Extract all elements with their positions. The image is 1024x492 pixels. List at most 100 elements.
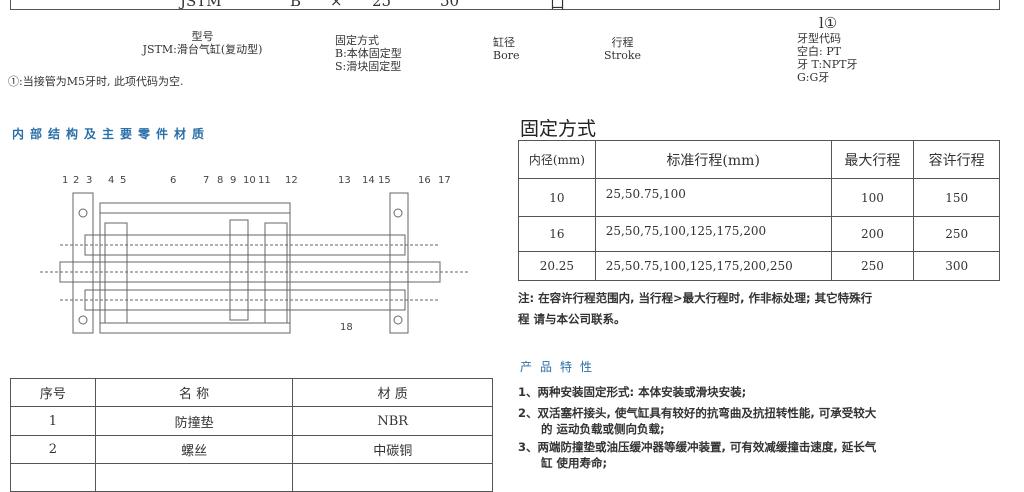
part-label-4: 4	[108, 175, 114, 186]
cell: 10	[518, 178, 596, 217]
code-sep: ×	[330, 0, 343, 10]
code-box: 口	[550, 0, 566, 12]
cell: 25,50.75,100	[594, 178, 832, 217]
structure-heading: 内部结构及主要零件材质	[12, 127, 211, 141]
legend-bore: 缸径 Bore	[493, 36, 519, 62]
table-row: 16 25,50,75,100,125,175,200 200 250	[518, 216, 1000, 252]
cell	[94, 463, 294, 492]
thread-g: G:G牙	[797, 71, 830, 84]
feature-item-cont: 缸 使用寿命;	[541, 456, 608, 470]
stroke-note: 注: 在容许行程范围内, 当行程>最大行程时, 作非标处理; 其它特殊行 程 请…	[518, 288, 872, 330]
feature-item: 2、双活塞杆接头, 使气缸具有较好的抗弯曲及抗扭转性能, 可承受较大	[518, 406, 877, 420]
feature-item-cont: 的 运动负载或侧向负载;	[541, 422, 665, 436]
cell: 中碳铜	[292, 435, 493, 464]
cell: NBR	[292, 406, 493, 436]
part-label-13: 13	[338, 175, 351, 186]
stroke-table: 内径(mm) 标准行程(mm) 最大行程 容许行程 10 25,50.75,10…	[518, 140, 1000, 281]
legend-thread: l① 牙型代码 空白: PT 牙 T:NPT牙 G:G牙	[797, 14, 858, 84]
bore-en: Bore	[493, 49, 520, 62]
legend-mount: 固定方式 B:本体固定型 S:滑块固定型	[335, 34, 402, 73]
feature-item: 3、两端防撞垫或油压缓冲器等缓冲装置, 可有效减缓撞击速度, 延长气	[518, 440, 877, 454]
cell: 1	[10, 406, 96, 436]
header-max-stroke: 最大行程	[830, 140, 915, 179]
code-bore: 25	[372, 0, 392, 10]
header-material: 材 质	[292, 378, 493, 407]
table-row: 10 25,50.75,100 100 150	[518, 178, 1000, 217]
cell: 250	[913, 216, 1000, 252]
cell: 100	[830, 178, 915, 217]
cell: 20.25	[518, 251, 596, 281]
part-label-7: 7	[203, 175, 209, 186]
legend-stroke: 行程 Stroke	[604, 36, 641, 62]
cylinder-body	[99, 202, 291, 334]
part-label-11: 11	[258, 175, 271, 186]
table-row	[10, 463, 493, 492]
mount-b: B:本体固定型	[335, 47, 402, 60]
part-label-8: 8	[217, 175, 223, 186]
features-heading: 产品特性	[520, 360, 601, 374]
mount-heading: 固定方式	[520, 118, 597, 140]
thread-mark: l①	[819, 14, 838, 32]
part-label-2: 2	[73, 175, 79, 186]
table-row: 20.25 25,50.75,100,125,175,200,250 250 3…	[518, 251, 1000, 281]
cell: 25,50,75,100,125,175,200	[594, 216, 832, 252]
part-label-10: 10	[243, 175, 256, 186]
part-label-12: 12	[285, 175, 298, 186]
part-label-6: 6	[170, 175, 176, 186]
model-title: 型号	[191, 30, 214, 43]
part-label-16: 16	[418, 175, 431, 186]
mount-s: S:滑块固定型	[335, 60, 402, 73]
left-end-plate	[72, 192, 94, 334]
cell: 150	[913, 178, 1000, 217]
features-list: 1、两种安装固定形式: 本体安装或滑块安装; 2、双活塞杆接头, 使气缸具有较好…	[518, 382, 876, 471]
right-end-plate	[389, 192, 409, 334]
cell: 16	[518, 216, 596, 252]
footnote: ①:当接管为M5牙时, 此项代码为空.	[8, 75, 184, 88]
legend-model: 型号 JSTM:滑台气缸(复动型)	[130, 30, 275, 56]
cell	[10, 463, 96, 492]
thread-blank: 空白: PT	[797, 45, 841, 58]
table-row: 1 防撞垫 NBR	[10, 406, 493, 436]
cell: 25,50.75,100,125,175,200,250	[594, 251, 832, 281]
cell: 螺丝	[94, 435, 294, 464]
mount-title: 固定方式	[335, 34, 379, 47]
cell: 300	[913, 251, 1000, 281]
part-label-18: 18	[340, 322, 353, 333]
model-desc: JSTM:滑台气缸(复动型)	[142, 43, 263, 56]
code-model: JSTM	[180, 0, 222, 10]
header-name: 名 称	[94, 378, 294, 407]
thread-title: 牙型代码	[797, 32, 841, 45]
parts-table: 序号 名 称 材 质 1 防撞垫 NBR 2 螺丝 中碳铜	[10, 378, 493, 492]
thread-t: 牙 T:NPT牙	[797, 58, 858, 71]
note-line-1: 注: 在容许行程范围内, 当行程>最大行程时, 作非标处理; 其它特殊行	[518, 291, 873, 305]
header-standard-stroke: 标准行程(mm)	[594, 140, 832, 179]
parts-table-header: 序号 名 称 材 质	[10, 378, 493, 407]
piston	[229, 219, 249, 321]
header-bore: 内径(mm)	[518, 140, 596, 179]
part-label-15: 15	[378, 175, 391, 186]
part-label-17: 17	[438, 175, 451, 186]
feature-item: 1、两种安装固定形式: 本体安装或滑块安装;	[518, 385, 747, 399]
cell: 250	[830, 251, 915, 281]
stroke-table-header: 内径(mm) 标准行程(mm) 最大行程 容许行程	[518, 140, 1000, 179]
bore-title: 缸径	[493, 36, 515, 49]
code-mount: B	[290, 0, 302, 10]
stroke-en: Stroke	[604, 49, 642, 62]
cell: 200	[830, 216, 915, 252]
header-no: 序号	[10, 378, 96, 407]
stroke-title: 行程	[611, 36, 634, 49]
part-label-5: 5	[120, 175, 126, 186]
code-stroke: 50	[440, 0, 460, 10]
part-label-1: 1	[62, 175, 68, 186]
cell: 2	[10, 435, 96, 464]
table-row: 2 螺丝 中碳铜	[10, 435, 493, 464]
note-line-2: 程 请与本公司联系。	[518, 312, 626, 326]
cell	[292, 463, 493, 492]
cell: 防撞垫	[94, 406, 294, 436]
header-allowed-stroke: 容许行程	[913, 140, 1000, 179]
part-label-14: 14	[362, 175, 375, 186]
order-code-box	[10, 0, 1000, 10]
part-label-3: 3	[86, 175, 92, 186]
part-label-9: 9	[230, 175, 236, 186]
